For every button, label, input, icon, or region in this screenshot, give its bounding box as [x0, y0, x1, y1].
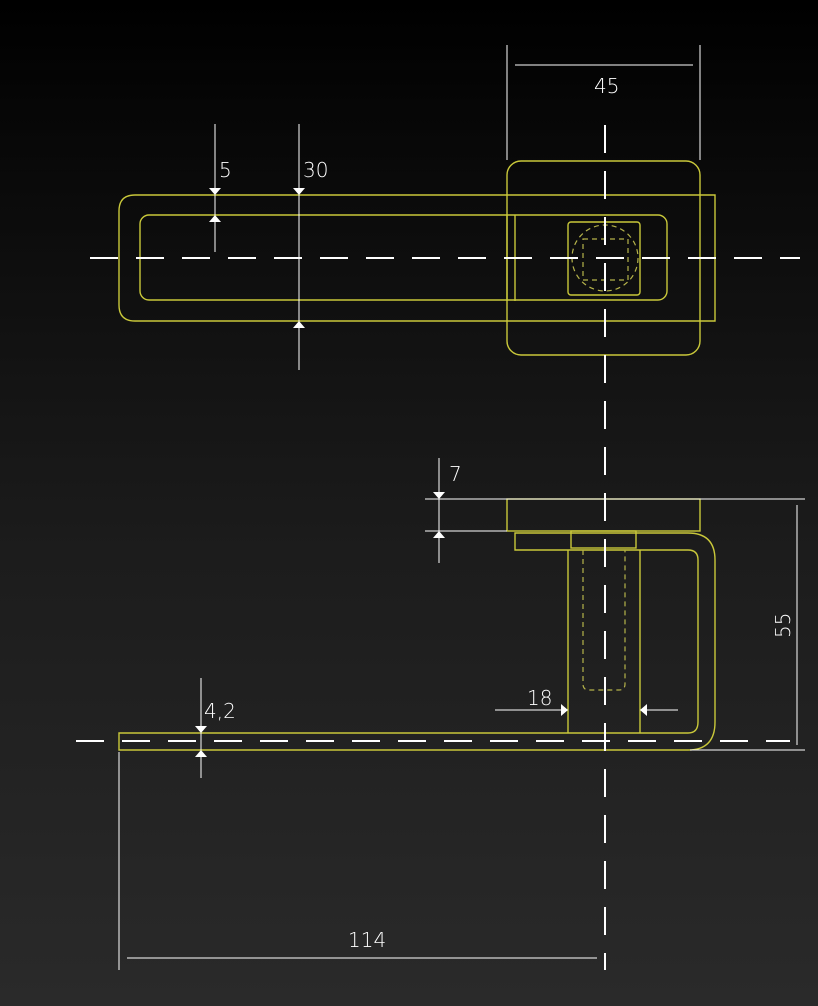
dim-label-45: 45 [594, 74, 619, 98]
dim-label-5: 5 [219, 158, 232, 182]
dim-label-55: 55 [771, 613, 795, 638]
lever-outline-front [118, 194, 716, 322]
dim-label-7: 7 [449, 462, 462, 486]
dim-label-18: 18 [527, 686, 552, 710]
lever-outline-side [118, 532, 716, 751]
dimension-114: 114 [118, 752, 597, 970]
dimension-4-2: 4,2 [195, 678, 236, 778]
lever-inner-slot [139, 214, 668, 301]
dim-label-30: 30 [303, 158, 328, 182]
neck [570, 530, 637, 549]
dimension-7: 7 [425, 458, 805, 563]
dimension-18: 18 [495, 686, 678, 716]
hidden-spindle-bore [582, 550, 626, 691]
dimension-45: 45 [506, 45, 701, 160]
side-view [118, 498, 716, 751]
dim-label-114: 114 [348, 928, 386, 952]
dimension-30: 30 [293, 124, 328, 370]
rose-plate-side [506, 498, 701, 532]
dim-label-4-2: 4,2 [204, 699, 236, 723]
dimension-5: 5 [209, 124, 232, 252]
dimension-55: 55 [690, 505, 805, 751]
